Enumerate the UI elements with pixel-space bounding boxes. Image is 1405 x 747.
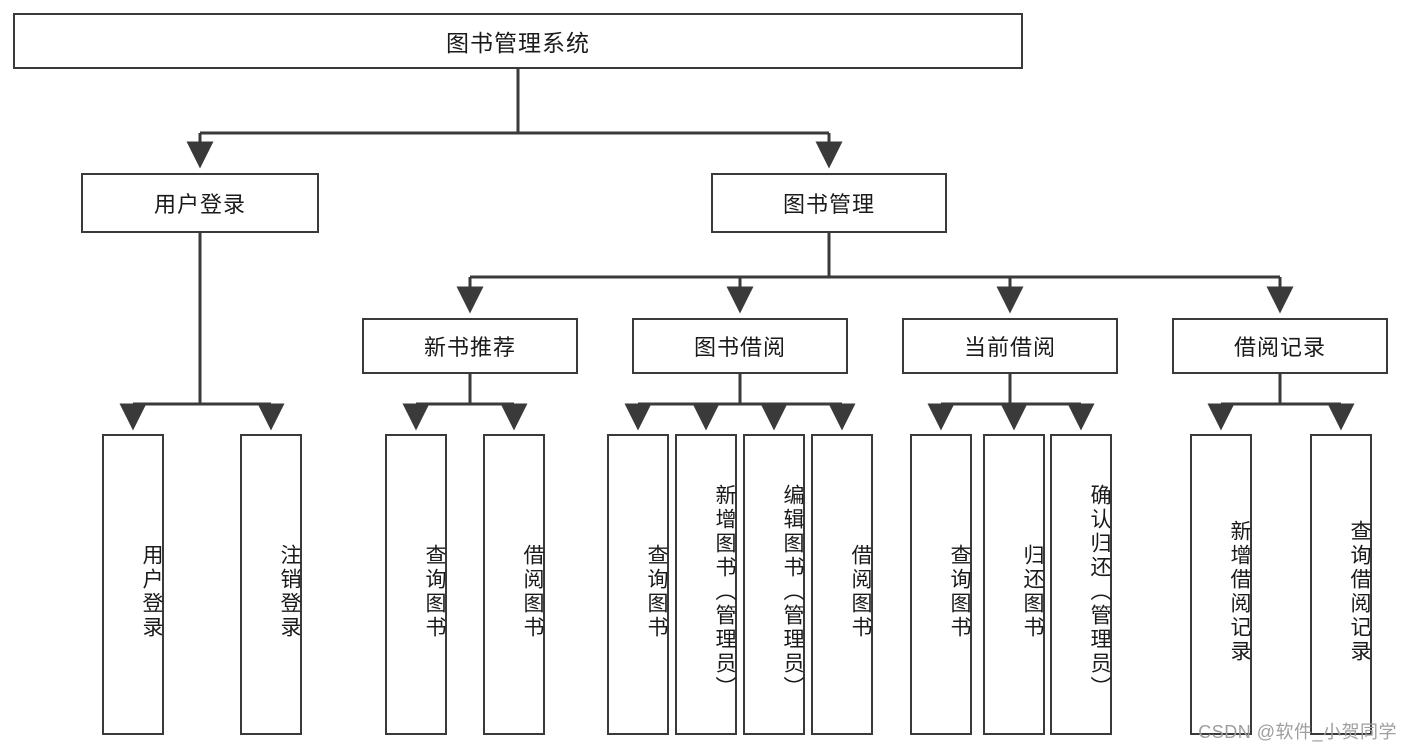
- node-leaf-query-book-1[interactable]: 查询图书: [385, 434, 447, 735]
- node-book-admin[interactable]: 图书管理: [711, 173, 947, 233]
- node-leaf-logout[interactable]: 注销登录: [240, 434, 302, 735]
- node-book-borrow[interactable]: 图书借阅: [632, 318, 848, 374]
- node-label: 图书管理系统: [446, 30, 590, 56]
- node-leaf-edit-book[interactable]: 编辑图书（管理员）: [743, 434, 805, 735]
- node-label: 注销登录: [278, 543, 301, 640]
- node-label: 查询借阅记录: [1348, 519, 1371, 664]
- node-label: 当前借阅: [963, 335, 1056, 360]
- node-label: 新增借阅记录: [1228, 519, 1251, 664]
- node-leaf-borrow-book-2[interactable]: 借阅图书: [811, 434, 873, 735]
- node-label: 借阅图书: [849, 543, 872, 640]
- node-label: 新书推荐: [423, 335, 516, 360]
- node-leaf-query-book-2[interactable]: 查询图书: [607, 434, 669, 735]
- node-label: 图书借阅: [693, 335, 786, 360]
- node-label: 查询图书: [948, 543, 971, 640]
- node-label: 图书管理: [782, 192, 875, 217]
- node-label: 编辑图书（管理员）: [781, 483, 804, 700]
- node-current-borrow[interactable]: 当前借阅: [902, 318, 1118, 374]
- node-leaf-borrow-book-1[interactable]: 借阅图书: [483, 434, 545, 735]
- node-leaf-query-record[interactable]: 查询借阅记录: [1310, 434, 1372, 735]
- node-leaf-query-book-3[interactable]: 查询图书: [910, 434, 972, 735]
- node-user-login[interactable]: 用户登录: [81, 173, 319, 233]
- node-leaf-confirm-return[interactable]: 确认归还（管理员）: [1050, 434, 1112, 735]
- node-label: 用户登录: [153, 192, 246, 217]
- node-label: 新增图书（管理员）: [713, 483, 736, 700]
- node-borrow-record[interactable]: 借阅记录: [1172, 318, 1388, 374]
- node-label: 归还图书: [1021, 543, 1044, 640]
- node-label: 查询图书: [423, 543, 446, 640]
- node-leaf-return-book[interactable]: 归还图书: [983, 434, 1045, 735]
- node-leaf-user-login[interactable]: 用户登录: [102, 434, 164, 735]
- node-leaf-add-record[interactable]: 新增借阅记录: [1190, 434, 1252, 735]
- csdn-watermark: CSDN @软件_小贺同学: [1198, 722, 1397, 742]
- node-root-system[interactable]: 图书管理系统: [13, 13, 1023, 69]
- node-label: 借阅图书: [521, 543, 544, 640]
- node-label: 用户登录: [140, 543, 163, 640]
- node-label: 借阅记录: [1233, 335, 1326, 360]
- node-label: 查询图书: [645, 543, 668, 640]
- node-new-book-rec[interactable]: 新书推荐: [362, 318, 578, 374]
- node-label: 确认归还（管理员）: [1088, 483, 1111, 700]
- node-leaf-add-book[interactable]: 新增图书（管理员）: [675, 434, 737, 735]
